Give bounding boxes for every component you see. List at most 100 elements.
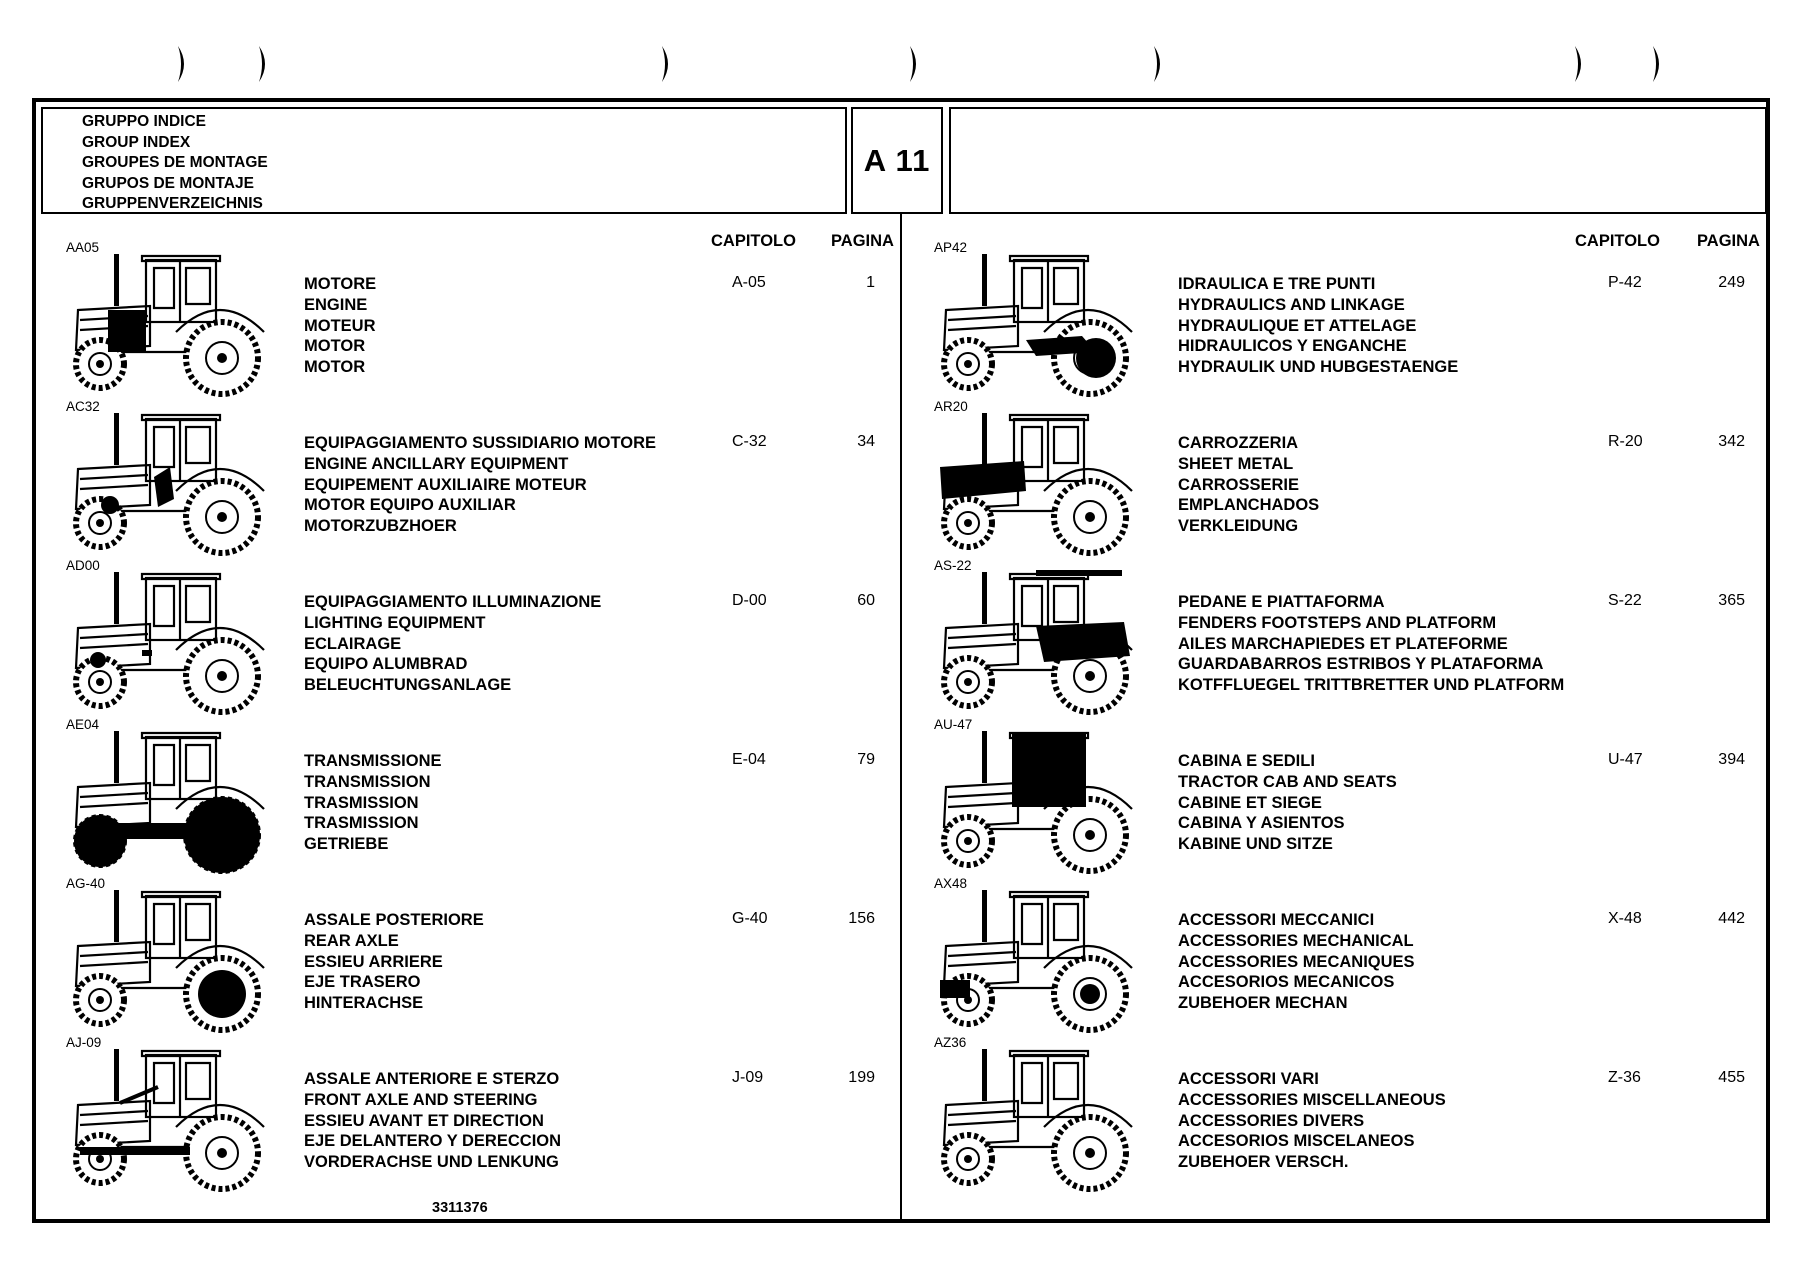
- entry-name-line: TRASMISSION: [304, 814, 419, 833]
- entry-name-line: CARROZZERIA: [1178, 434, 1299, 452]
- left-page-heading: PAGINA: [831, 232, 894, 250]
- entry-name-line: ZUBEHOER MECHAN: [1178, 994, 1348, 1013]
- entry-page: 442: [1718, 910, 1745, 927]
- entry-code: AE04: [66, 717, 100, 732]
- header-title-fr: GROUPES DE MONTAGE: [82, 154, 268, 171]
- entry-name-line: AILES MARCHAPIEDES ET PLATEFORME: [1178, 634, 1508, 653]
- entry-code: AZ36: [934, 1035, 967, 1050]
- entry-name-line: ECLAIRAGE: [304, 634, 402, 653]
- tractor-illustration: [58, 566, 278, 721]
- header-title-de: GRUPPENVERZEICHNIS: [82, 195, 263, 212]
- section-code: A 11: [851, 107, 943, 214]
- entry-name-line: ACCESSORI MECCANICI: [1178, 911, 1375, 929]
- entry-name-line: EMPLANCHADOS: [1178, 496, 1320, 515]
- entry-name-line: PEDANE E PIATTAFORMA: [1178, 593, 1385, 611]
- entry-page: 1: [866, 274, 875, 291]
- tractor-illustration: [926, 566, 1146, 721]
- header-blank-box: [949, 107, 1767, 214]
- entry-name-line: TRANSMISSION: [304, 772, 431, 791]
- entry-name-line: MOTEUR: [304, 316, 376, 335]
- entry-code: AD00: [66, 558, 100, 573]
- binder-hole: [257, 46, 269, 82]
- entry-page: 394: [1718, 751, 1745, 768]
- entry-name-line: ACCESSORIES MISCELLANEOUS: [1178, 1090, 1446, 1109]
- entry-name-line: TRANSMISSIONE: [304, 752, 442, 770]
- entry-name-line: CABINA Y ASIENTOS: [1178, 814, 1345, 833]
- entry-name-line: CABINA E SEDILI: [1178, 752, 1315, 770]
- binder-hole: [1573, 46, 1585, 82]
- binder-hole: [1152, 46, 1164, 82]
- entry-page: 199: [848, 1069, 875, 1086]
- entry-name-line: KABINE UND SITZE: [1178, 835, 1333, 854]
- entry-names: TRANSMISSIONE TRANSMISSION TRASMISSION TRAS…: [304, 751, 442, 855]
- document-number: 3311376: [432, 1200, 488, 1216]
- entry-name-line: ACCESORIOS MECANICOS: [1178, 973, 1395, 992]
- tractor-illustration: [58, 248, 278, 403]
- entry-code: AJ-09: [66, 1035, 102, 1050]
- entry-chapter: D-00: [732, 592, 767, 609]
- tractor-illustration: [58, 407, 278, 562]
- entry-name-line: REAR AXLE: [304, 931, 399, 950]
- entry-name-line: ENGINE ANCILLARY EQUIPMENT: [304, 454, 569, 473]
- entry-name-line: EQUIPAGGIAMENTO SUSSIDIARIO MOTORE: [304, 434, 657, 452]
- entry-page: 365: [1718, 592, 1745, 609]
- entry-name-line: ACCESORIOS MISCELANEOS: [1178, 1132, 1415, 1151]
- entry-name-line: LIGHTING EQUIPMENT: [304, 613, 486, 632]
- entry-name-line: TRASMISSION: [304, 793, 419, 812]
- entry-code: AG-40: [66, 876, 106, 891]
- right-page-heading: PAGINA: [1697, 232, 1760, 250]
- entry-name-line: HINTERACHSE: [304, 994, 424, 1013]
- column-divider: [900, 214, 902, 1222]
- binder-hole: [176, 46, 188, 82]
- entry-names: EQUIPAGGIAMENTO ILLUMINAZIONE LIGHTING EQ…: [304, 592, 601, 696]
- entry-chapter: X-48: [1608, 910, 1642, 927]
- entry-name-line: HYDRAULIQUE ET ATTELAGE: [1178, 316, 1417, 335]
- entry-name-line: TRACTOR CAB AND SEATS: [1178, 772, 1397, 791]
- entry-name-line: CABINE ET SIEGE: [1178, 793, 1322, 812]
- entry-chapter: P-42: [1608, 274, 1642, 291]
- tractor-illustration: [58, 725, 278, 880]
- entry-name-line: ASSALE ANTERIORE E STERZO: [304, 1070, 560, 1088]
- tractor-illustration: [926, 248, 1146, 403]
- entry-name-line: MOTORE: [304, 275, 377, 293]
- header-title-es: GRUPOS DE MONTAJE: [82, 174, 254, 192]
- entry-name-line: VORDERACHSE UND LENKUNG: [304, 1153, 559, 1172]
- entry-name-line: FRONT AXLE AND STEERING: [304, 1090, 538, 1109]
- entry-name-line: ESSIEU AVANT ET DIRECTION: [304, 1111, 544, 1130]
- entry-page: 156: [848, 910, 875, 927]
- tractor-illustration: [926, 1043, 1146, 1198]
- entry-names: EQUIPAGGIAMENTO SUSSIDIARIO MOTORE ENGINE…: [304, 433, 656, 537]
- entry-page: 455: [1718, 1069, 1745, 1086]
- entry-name-line: MOTOR EQUIPO AUXILIAR: [304, 496, 516, 515]
- entry-names: ASSALE ANTERIORE E STERZO FRONT AXLE AND …: [304, 1069, 561, 1173]
- tractor-illustration: [58, 1043, 278, 1198]
- entry-chapter: Z-36: [1608, 1069, 1641, 1086]
- entry-name-line: EQUIPO ALUMBRAD: [304, 655, 468, 674]
- entry-chapter: A-05: [732, 274, 766, 291]
- entry-page: 342: [1718, 433, 1745, 450]
- entry-name-line: EQUIPAGGIAMENTO ILLUMINAZIONE: [304, 593, 602, 611]
- entry-name-line: ZUBEHOER VERSCH.: [1178, 1153, 1349, 1172]
- entry-name-line: HIDRAULICOS Y ENGANCHE: [1178, 337, 1407, 356]
- entry-code: AP42: [934, 240, 968, 255]
- entry-code: AX48: [934, 876, 968, 891]
- entry-names: CABINA E SEDILI TRACTOR CAB AND SEATS CABI…: [1178, 751, 1397, 855]
- tractor-illustration: [926, 884, 1146, 1039]
- entry-name-line: MOTOR: [304, 358, 366, 377]
- entry-name-line: CARROSSERIE: [1178, 475, 1300, 494]
- header-title-box: [41, 107, 847, 214]
- header-titles: GRUPPO INDICE GROUP INDEX GROUPES DE MON…: [82, 112, 268, 215]
- header-title-it: GRUPPO INDICE: [82, 113, 207, 130]
- entry-chapter: E-04: [732, 751, 766, 768]
- tractor-illustration: [926, 407, 1146, 562]
- entry-code: AC32: [66, 399, 100, 414]
- entry-name-line: EJE TRASERO: [304, 973, 421, 992]
- entry-code: AA05: [66, 240, 100, 255]
- binder-hole: [660, 46, 672, 82]
